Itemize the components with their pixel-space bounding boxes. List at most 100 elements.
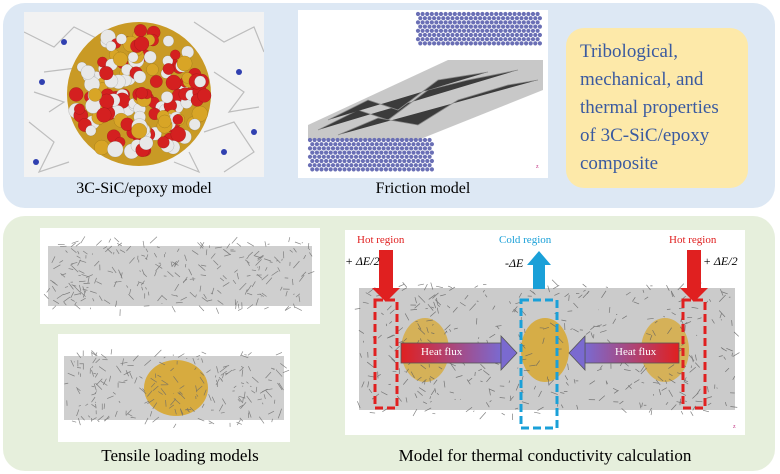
bond-line bbox=[176, 248, 180, 253]
bond-line bbox=[149, 411, 153, 417]
bond-line bbox=[87, 415, 91, 418]
bond-line bbox=[238, 395, 246, 399]
plate-atom bbox=[353, 146, 359, 151]
bond-line bbox=[663, 315, 665, 318]
plate-atom bbox=[514, 16, 519, 21]
hot-arrow-right-icon bbox=[680, 250, 708, 302]
plate-atom bbox=[358, 154, 363, 159]
bond-line bbox=[196, 354, 201, 358]
bond-line bbox=[289, 249, 293, 253]
bond-line bbox=[247, 352, 252, 356]
bond-line bbox=[77, 250, 80, 255]
plate-atom bbox=[356, 150, 361, 155]
plate-atom bbox=[307, 146, 313, 151]
plate-atom bbox=[432, 16, 437, 21]
bond-line bbox=[309, 252, 313, 257]
bond-line bbox=[167, 271, 174, 278]
plate-atom bbox=[420, 150, 425, 155]
bond-line bbox=[200, 274, 207, 276]
bond-line bbox=[194, 367, 197, 370]
bond-line bbox=[492, 305, 496, 310]
bond-line bbox=[274, 399, 276, 404]
plate-atom bbox=[429, 158, 434, 164]
bond-line bbox=[277, 267, 281, 272]
bond-line bbox=[436, 307, 439, 314]
plate-atom bbox=[482, 41, 487, 46]
bond-line bbox=[248, 251, 253, 257]
bond-line bbox=[184, 409, 192, 411]
bond-line bbox=[590, 332, 594, 338]
bond-line bbox=[150, 377, 158, 383]
plate-atom bbox=[420, 167, 425, 172]
bond-line bbox=[197, 358, 199, 361]
bond-line bbox=[622, 315, 628, 319]
bond-line bbox=[274, 256, 281, 264]
plate-atom bbox=[487, 41, 492, 46]
plate-atom bbox=[530, 11, 536, 17]
plate-atom bbox=[473, 16, 478, 21]
bond-line bbox=[236, 301, 239, 303]
plate-atom bbox=[418, 146, 423, 151]
bond-line bbox=[206, 369, 211, 373]
bond-line bbox=[244, 289, 248, 295]
bond-line bbox=[366, 361, 375, 368]
plate-atom bbox=[356, 167, 361, 172]
plate-atom bbox=[505, 41, 510, 46]
plate-atom bbox=[372, 137, 377, 143]
tensile-model-render-2 bbox=[64, 349, 290, 429]
bond-line bbox=[719, 313, 722, 319]
plate-atom bbox=[381, 154, 386, 159]
bond-line bbox=[561, 319, 567, 322]
plate-atom bbox=[411, 158, 416, 164]
bond-line bbox=[696, 334, 698, 336]
bond-line bbox=[95, 352, 98, 355]
sphere-atom bbox=[112, 51, 128, 67]
plate-atom bbox=[514, 24, 519, 29]
bond-line bbox=[410, 309, 418, 311]
bond-line bbox=[182, 276, 188, 284]
plate-atom bbox=[429, 142, 434, 147]
plate-atom bbox=[489, 11, 494, 17]
bond-line bbox=[103, 299, 111, 305]
bond-line bbox=[93, 372, 97, 375]
bond-line bbox=[465, 406, 473, 413]
plate-atom bbox=[415, 37, 421, 42]
bond-line bbox=[246, 275, 251, 277]
plate-atom bbox=[464, 16, 469, 21]
bond-line bbox=[201, 403, 205, 408]
bond-line bbox=[533, 385, 536, 390]
bond-line bbox=[77, 259, 81, 266]
plate-atom bbox=[402, 142, 407, 147]
bond-line bbox=[436, 285, 443, 289]
plate-atom bbox=[370, 167, 375, 172]
bond-line bbox=[114, 237, 120, 243]
bond-line bbox=[684, 400, 687, 403]
bond-line bbox=[271, 270, 279, 276]
plate-atom bbox=[455, 41, 460, 46]
plate-atom bbox=[418, 163, 423, 168]
bond-line bbox=[268, 379, 272, 381]
plate-atom bbox=[459, 16, 464, 21]
plate-atom bbox=[422, 163, 428, 168]
plate-atom bbox=[376, 154, 382, 159]
bond-line bbox=[191, 250, 199, 255]
plate-atom bbox=[337, 142, 342, 147]
sphere-atom bbox=[133, 23, 148, 38]
bond-line bbox=[718, 294, 726, 302]
plate-atom bbox=[480, 20, 485, 25]
bond-line bbox=[429, 377, 431, 383]
bond-line bbox=[723, 356, 726, 360]
bond-line bbox=[724, 367, 730, 373]
plate-atom bbox=[425, 167, 430, 172]
plate-atom bbox=[468, 32, 473, 38]
bond-line bbox=[732, 352, 740, 357]
bond-line bbox=[377, 334, 382, 339]
plate-atom bbox=[379, 142, 384, 147]
bond-line bbox=[195, 294, 197, 298]
plate-atom bbox=[310, 167, 315, 172]
bond-line bbox=[521, 375, 524, 381]
bond-line bbox=[218, 377, 223, 381]
bond-line bbox=[449, 286, 456, 291]
plate-atom bbox=[526, 28, 531, 33]
plate-atom bbox=[480, 37, 485, 42]
